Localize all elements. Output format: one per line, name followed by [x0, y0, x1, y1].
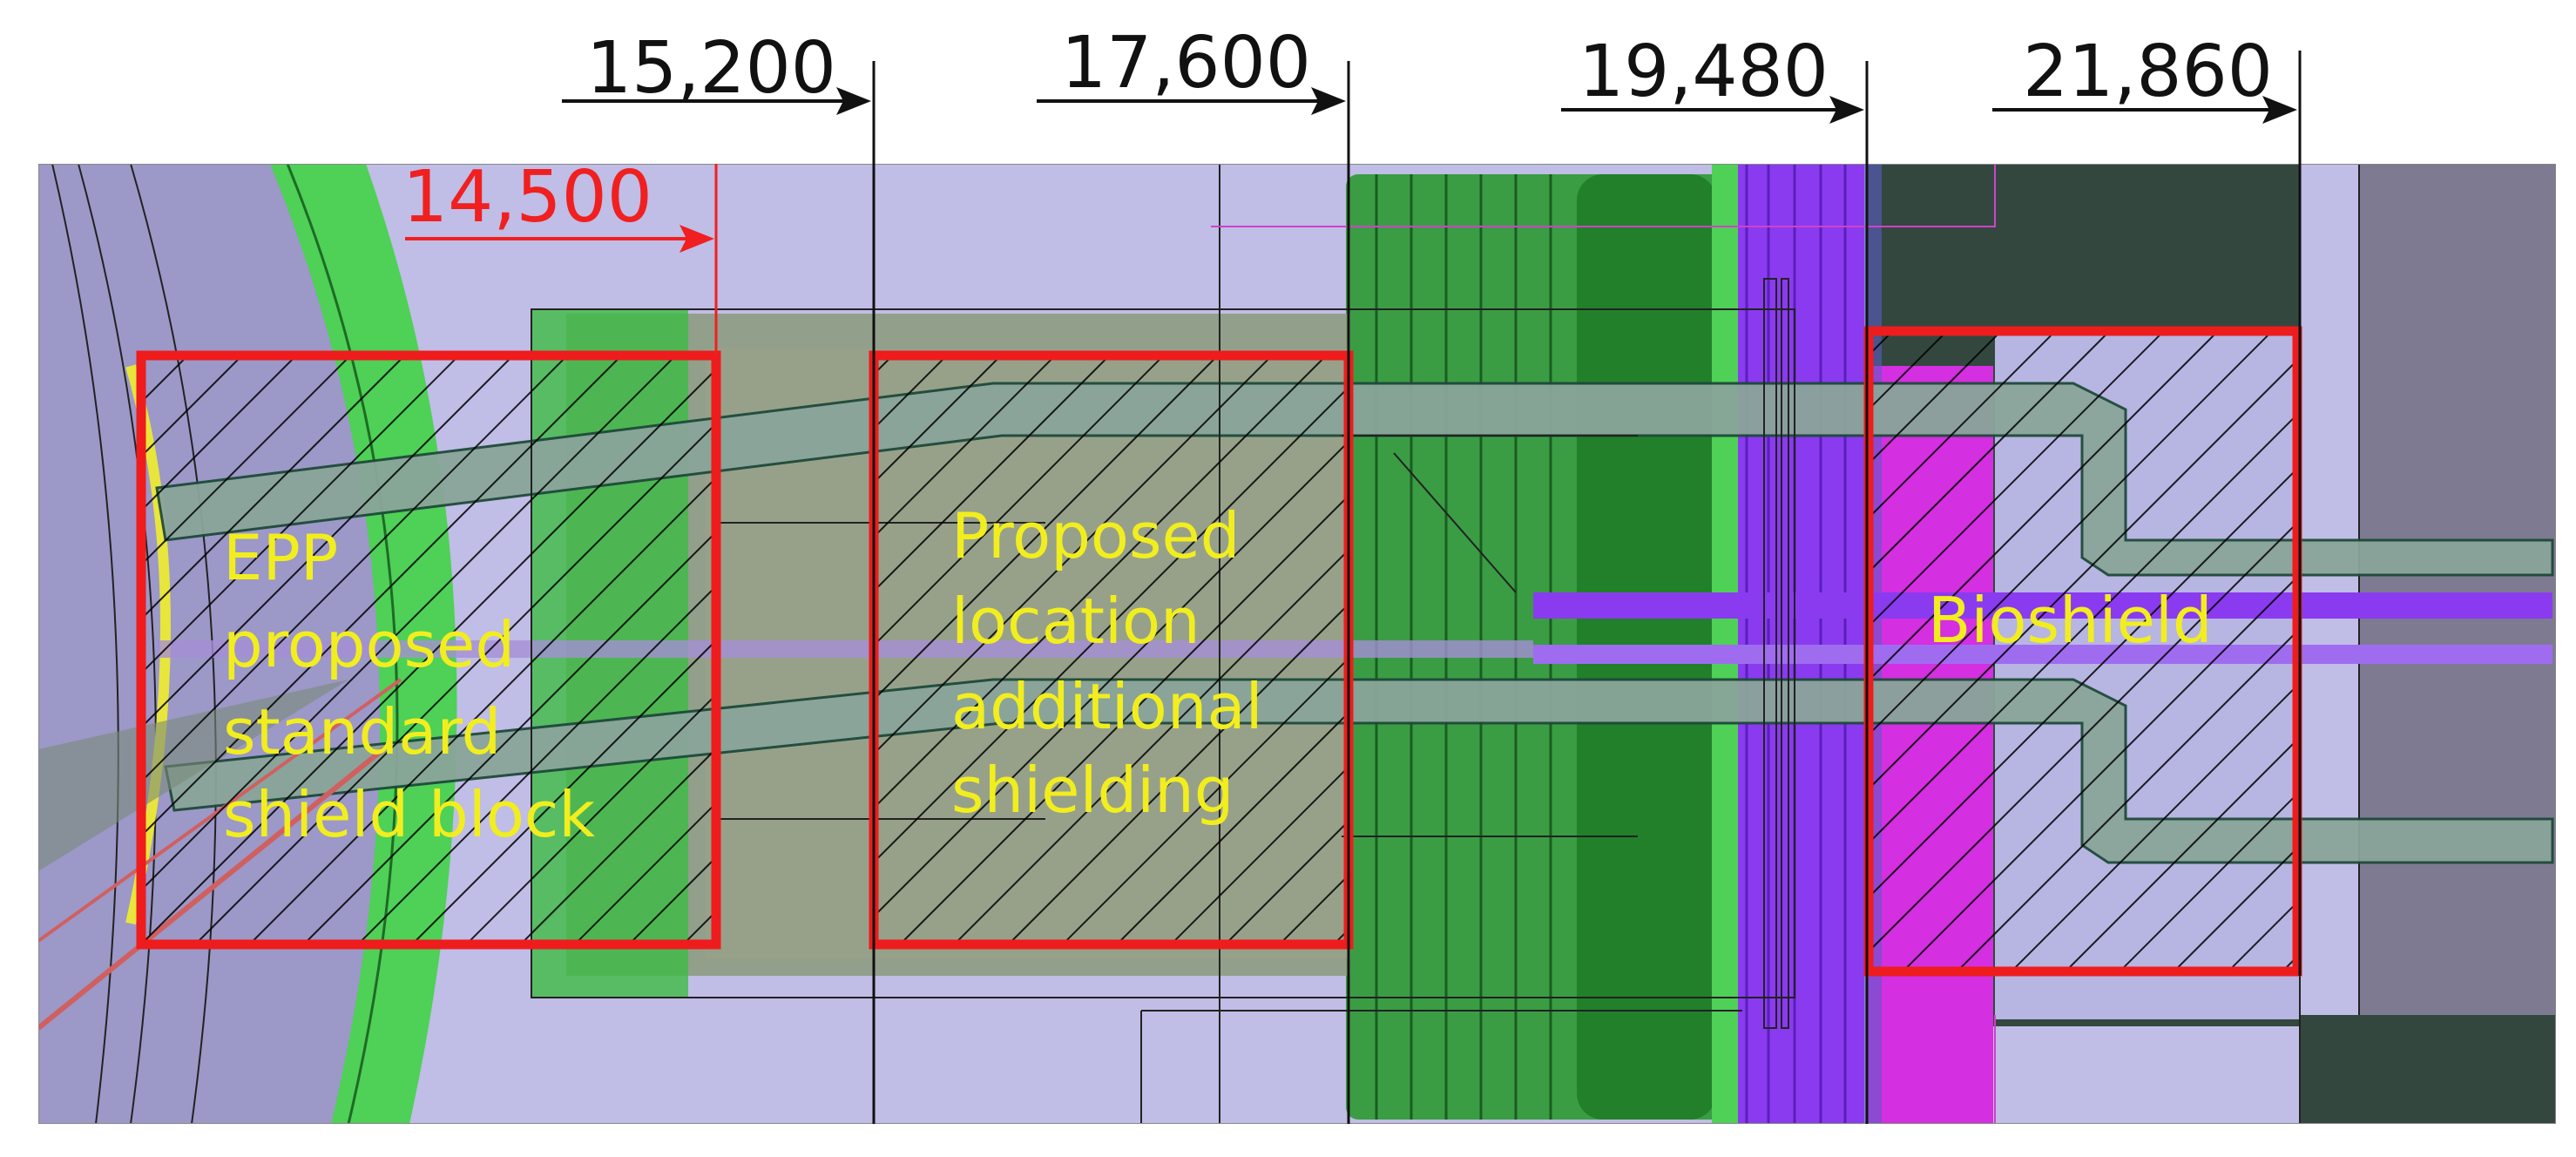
- dimension-15200: 15,200: [562, 27, 876, 1124]
- region-additional-label: Proposed location additional shielding: [951, 499, 1282, 827]
- region-bioshield: Bioshield: [1863, 326, 2302, 977]
- region-epp-label: EPP proposed standard shield block: [223, 521, 595, 851]
- region-bioshield-label: Bioshield: [1928, 584, 2213, 657]
- region-epp-line-1: EPP: [223, 521, 338, 594]
- region-epp-shield-block: EPP proposed standard shield block: [136, 350, 721, 950]
- region-epp-line-4: shield block: [223, 778, 595, 851]
- region-epp-line-3: standard: [223, 695, 501, 768]
- region-bioshield-outline: [1863, 326, 2302, 977]
- region-additional-line-2: location: [951, 585, 1200, 658]
- dimension-17600: 17,600: [1037, 22, 1350, 1124]
- region-epp-outline: [136, 350, 721, 950]
- dimension-14500: 14,500: [402, 156, 718, 355]
- region-additional-line-1: Proposed: [951, 499, 1241, 572]
- dimension-19480: 19,480: [1561, 30, 1869, 1124]
- region-additional-hatch: [874, 355, 1349, 944]
- right-grey-block: [2359, 164, 2556, 1124]
- dimension-markers: 15,200 17,600 19,480 21,860 14,5: [402, 22, 2302, 1124]
- dimension-19480-label: 19,480: [1579, 30, 1829, 113]
- dimension-15200-label: 15,200: [586, 27, 836, 110]
- region-additional-shielding: Proposed location additional shielding: [869, 350, 1354, 950]
- region-epp-hatch: [141, 355, 716, 944]
- dimension-21860-label: 21,860: [2023, 30, 2273, 113]
- purple-plates: [1729, 164, 1864, 1124]
- dimension-14500-label: 14,500: [402, 156, 652, 239]
- dimension-21860: 21,860: [1992, 30, 2302, 976]
- region-epp-line-2: proposed: [223, 608, 515, 681]
- dark-floor-block: [2300, 1015, 2556, 1124]
- region-bioshield-hatch: [1869, 331, 2297, 971]
- dimension-17600-label: 17,600: [1061, 22, 1311, 105]
- region-additional-line-3: additional: [951, 670, 1263, 743]
- region-additional-line-4: shielding: [951, 754, 1234, 827]
